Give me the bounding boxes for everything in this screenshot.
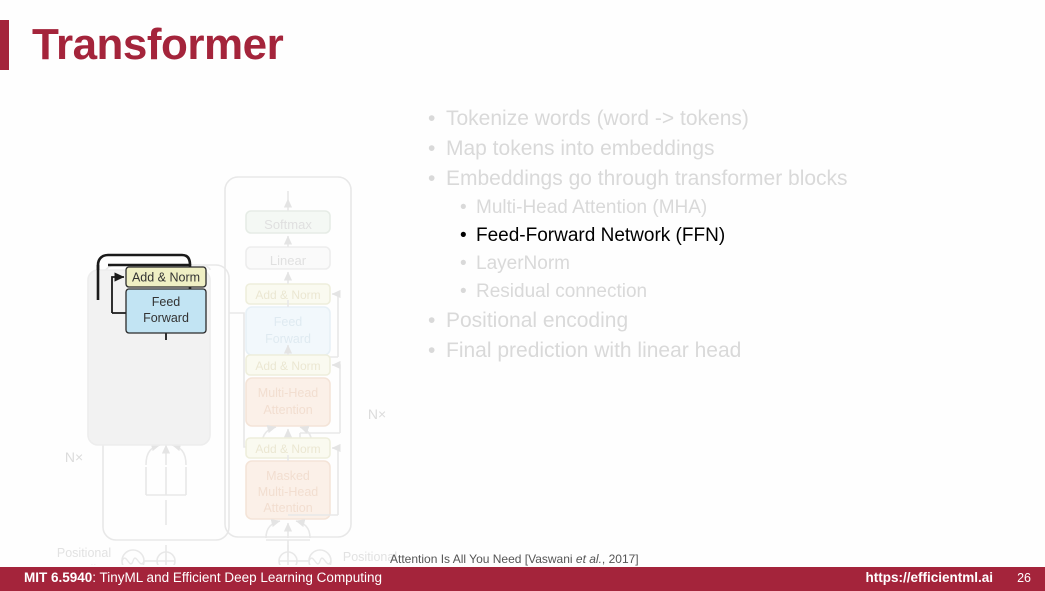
bullet-glyph: • (460, 225, 467, 247)
bullet-item: • Final prediction with linear head (428, 338, 1028, 362)
footer-course: MIT 6.5940: TinyML and Efficient Deep Le… (24, 570, 382, 585)
bullet-text: Embeddings go through transformer blocks (446, 167, 848, 191)
bullet-text: Multi-Head Attention (MHA) (476, 197, 708, 219)
diagram-label-softmax: Softmax (264, 217, 312, 232)
bullet-text: Final prediction with linear head (446, 338, 742, 362)
callout-feed-forward-box (125, 288, 207, 334)
bullet-item: • Multi-Head Attention (MHA) (460, 198, 1028, 218)
callout-feed-forward-label-2: Forward (143, 311, 189, 325)
callout-add-norm-label: Add & Norm (132, 271, 200, 285)
diagram-label-add-norm-dec-mid: Add & Norm (255, 359, 320, 373)
citation-italic: et al. (575, 552, 602, 566)
bullet-text: LayerNorm (476, 253, 570, 275)
footer-url[interactable]: https://efficientml.ai (865, 570, 993, 585)
bullet-item: • Residual connection (460, 282, 1028, 302)
diagram-label-masked-3: Attention (263, 501, 312, 515)
ffn-highlight-callout: Add & Norm Feed Forward (87, 253, 211, 446)
citation-suffix: , 2017] (601, 552, 639, 566)
bullet-item: • Map tokens into embeddings (428, 137, 1028, 161)
bullet-glyph: • (460, 197, 467, 219)
page-title: Transformer (32, 20, 284, 69)
transformer-architecture-diagram: Softmax Linear Add & Norm Feed Forward A… (0, 95, 420, 565)
citation: Attention Is All You Need [Vaswani et al… (390, 552, 639, 566)
page-number: 26 (1017, 571, 1031, 585)
diagram-label-mha-dec-1: Multi-Head (258, 386, 318, 400)
diagram-label-positional-left-2: Encoding (58, 563, 110, 565)
diagram-label-add-norm-dec-top: Add & Norm (255, 288, 320, 302)
bullet-list: • Tokenize words (word -> tokens) • Map … (428, 107, 1028, 370)
diagram-label-mha-dec-2: Attention (263, 403, 312, 417)
diagram-label-add-norm-dec-bot: Add & Norm (255, 442, 320, 456)
bullet-glyph: • (460, 280, 467, 302)
bullet-item: • Embeddings go through transformer bloc… (428, 168, 1028, 190)
bullet-text: Positional encoding (446, 308, 629, 332)
diagram-label-linear: Linear (270, 253, 307, 268)
bullet-glyph: • (428, 338, 436, 362)
citation-prefix: Attention Is All You Need [Vaswani (390, 552, 576, 566)
bullet-text: Feed-Forward Network (FFN) (476, 225, 726, 247)
bullet-glyph: • (460, 253, 467, 275)
diagram-label-nx-left: N× (65, 449, 83, 465)
bullet-item-highlighted: • Feed-Forward Network (FFN) (460, 226, 1028, 246)
title-accent-bar (0, 20, 9, 70)
bullet-text: Map tokens into embeddings (446, 137, 715, 161)
bullet-glyph: • (428, 107, 436, 130)
bullet-glyph: • (428, 137, 436, 161)
diagram-label-positional-right-1: Positional (343, 550, 397, 564)
footer-course-name: : TinyML and Efficient Deep Learning Com… (92, 570, 382, 585)
callout-add-norm-box (125, 266, 207, 288)
bullet-glyph: • (428, 308, 436, 332)
diagram-label-positional-left-1: Positional (57, 546, 111, 560)
bullet-glyph: • (428, 167, 436, 191)
footer-bar: MIT 6.5940: TinyML and Efficient Deep Le… (0, 567, 1045, 591)
diagram-label-masked-1: Masked (266, 469, 310, 483)
diagram-label-masked-2: Multi-Head (258, 485, 318, 499)
bullet-text: Residual connection (476, 280, 648, 302)
diagram-label-feedforward-dec-1: Feed (274, 315, 303, 329)
footer-course-code: MIT 6.5940 (24, 570, 93, 585)
bullet-item: • LayerNorm (460, 254, 1028, 274)
diagram-label-feedforward-dec-2: Forward (265, 332, 311, 346)
bullet-item: • Positional encoding (428, 308, 1028, 332)
diagram-label-nx-right: N× (368, 406, 386, 422)
bullet-text: Tokenize words (word -> tokens) (446, 107, 749, 130)
bullet-item: • Tokenize words (word -> tokens) (428, 107, 1028, 130)
callout-feed-forward-label-1: Feed (152, 295, 181, 309)
